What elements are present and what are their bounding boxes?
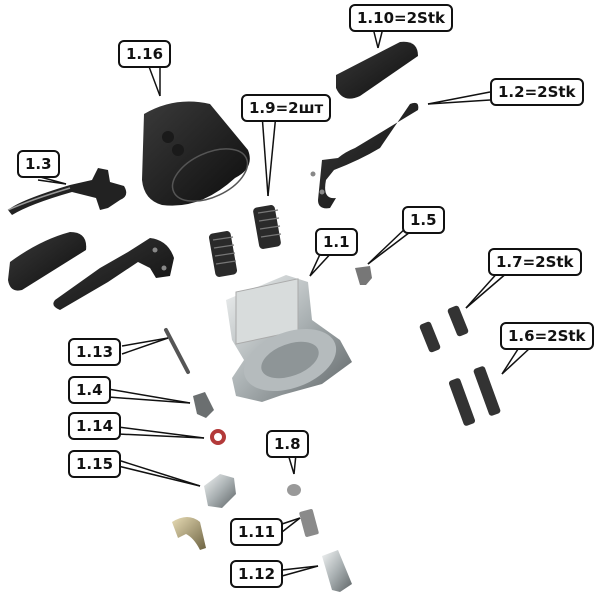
part-1-14-o-ring bbox=[210, 429, 226, 445]
label-1-10: 1.10=2Stk bbox=[349, 4, 453, 32]
label-1-2: 1.2=2Stk bbox=[490, 78, 584, 106]
part-1-12-bushing bbox=[322, 550, 352, 592]
part-brass-clip bbox=[172, 517, 206, 550]
part-1-7-pins bbox=[419, 305, 469, 353]
part-1-10-grip bbox=[336, 41, 418, 99]
label-1-3: 1.3 bbox=[17, 150, 60, 178]
part-1-2-lever-arm bbox=[310, 102, 419, 209]
label-1-8: 1.8 bbox=[266, 430, 309, 458]
part-1-4-plug bbox=[193, 392, 214, 418]
label-1-15: 1.15 bbox=[68, 450, 122, 478]
label-1-7: 1.7=2Stk bbox=[488, 248, 582, 276]
label-1-9: 1.9=2шт bbox=[241, 94, 332, 122]
part-1-13-pin-rod bbox=[164, 328, 190, 374]
part-1-6-pins bbox=[448, 366, 501, 426]
label-1-13: 1.13 bbox=[68, 338, 122, 366]
label-1-6: 1.6=2Stk bbox=[500, 322, 594, 350]
label-1-14: 1.14 bbox=[68, 412, 122, 440]
label-1-11: 1.11 bbox=[230, 518, 284, 546]
part-1-5-screw bbox=[355, 266, 372, 285]
part-1-9-springs bbox=[208, 205, 282, 277]
label-1-4: 1.4 bbox=[68, 376, 111, 404]
part-1-11-spring bbox=[299, 509, 319, 537]
part-1-1-valve-body bbox=[226, 275, 352, 402]
part-grip-left bbox=[8, 232, 87, 291]
label-1-12: 1.12 bbox=[230, 560, 284, 588]
label-1-16: 1.16 bbox=[118, 40, 172, 68]
label-1-5: 1.5 bbox=[402, 206, 445, 234]
leader-lines bbox=[21, 23, 531, 577]
part-1-8-disc bbox=[287, 484, 301, 496]
part-1-16-cover bbox=[142, 101, 250, 206]
label-1-1: 1.1 bbox=[315, 228, 358, 256]
part-lever-left bbox=[53, 238, 175, 310]
part-1-3-trigger bbox=[7, 168, 127, 215]
part-1-15-fitting bbox=[204, 474, 236, 508]
